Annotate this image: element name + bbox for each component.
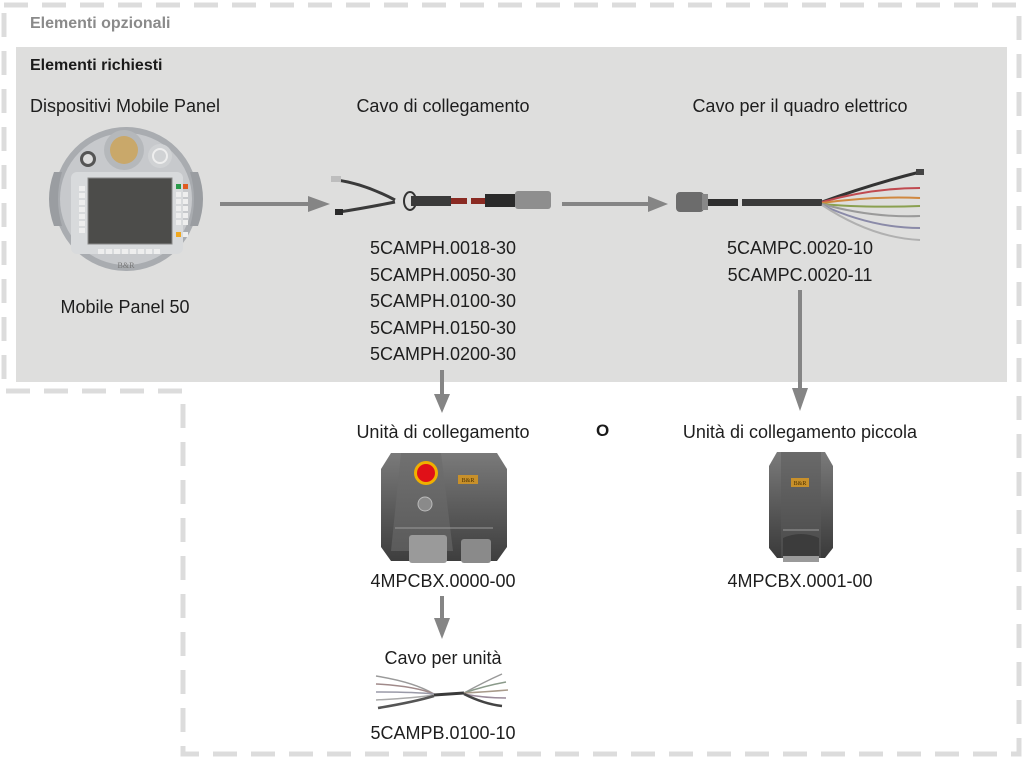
small-junction-box-heading: Unità di collegamento piccola — [682, 422, 918, 442]
connection-cable-code: 5CAMPH.0100-30 — [369, 291, 517, 311]
cabinet-cable-codes: 5CAMPC.0020-10 5CAMPC.0020-11 — [690, 235, 910, 288]
cabinet-cable-heading: Cavo per il quadro elettrico — [692, 96, 908, 116]
arrow-down-icon — [434, 596, 450, 639]
connection-cable-code: 5CAMPH.0018-30 — [369, 238, 517, 258]
mobile-panel-name: Mobile Panel 50 — [60, 297, 190, 317]
box-cable-heading: Cavo per unità — [384, 648, 502, 668]
optional-elements-title: Elementi opzionali — [30, 15, 171, 32]
arrow-down-icon — [792, 290, 808, 411]
small-junction-box-logo: B&R — [794, 481, 807, 487]
cabinet-cable-code: 5CAMPC.0020-10 — [726, 238, 874, 258]
small-junction-box-code: 4MPCBX.0001-00 — [727, 571, 873, 591]
connection-cable-code: 5CAMPH.0200-30 — [369, 344, 517, 364]
mobile-panel-heading: Dispositivi Mobile Panel — [29, 96, 221, 116]
required-elements-title: Elementi richiesti — [30, 57, 163, 74]
box-cable-code: 5CAMPB.0100-10 — [370, 723, 516, 743]
arrow-right-icon — [220, 196, 330, 212]
arrow-right-icon — [562, 196, 668, 212]
mobile-panel-logo: B&R — [118, 261, 136, 270]
connection-cable-codes: 5CAMPH.0018-30 5CAMPH.0050-30 5CAMPH.010… — [333, 235, 553, 368]
cabinet-cable-code: 5CAMPC.0020-11 — [727, 264, 873, 285]
arrow-down-icon — [434, 370, 450, 413]
connection-cable-code: 5CAMPH.0050-30 — [369, 264, 517, 285]
or-label: O — [596, 421, 610, 440]
junction-box-code: 4MPCBX.0000-00 — [370, 571, 516, 591]
connection-cable-code: 5CAMPH.0150-30 — [369, 317, 517, 338]
mobile-panel-device-image: B&R — [49, 127, 203, 271]
box-cable-image — [375, 673, 509, 710]
small-junction-box-image: B&R — [769, 452, 833, 562]
junction-box-heading: Unità di collegamento — [356, 422, 530, 442]
connection-cable-image — [331, 176, 551, 215]
connection-cable-heading: Cavo di collegamento — [356, 96, 530, 116]
cabinet-cable-image — [676, 169, 924, 241]
junction-box-image: B&R — [381, 453, 507, 563]
junction-box-logo: B&R — [462, 478, 475, 484]
